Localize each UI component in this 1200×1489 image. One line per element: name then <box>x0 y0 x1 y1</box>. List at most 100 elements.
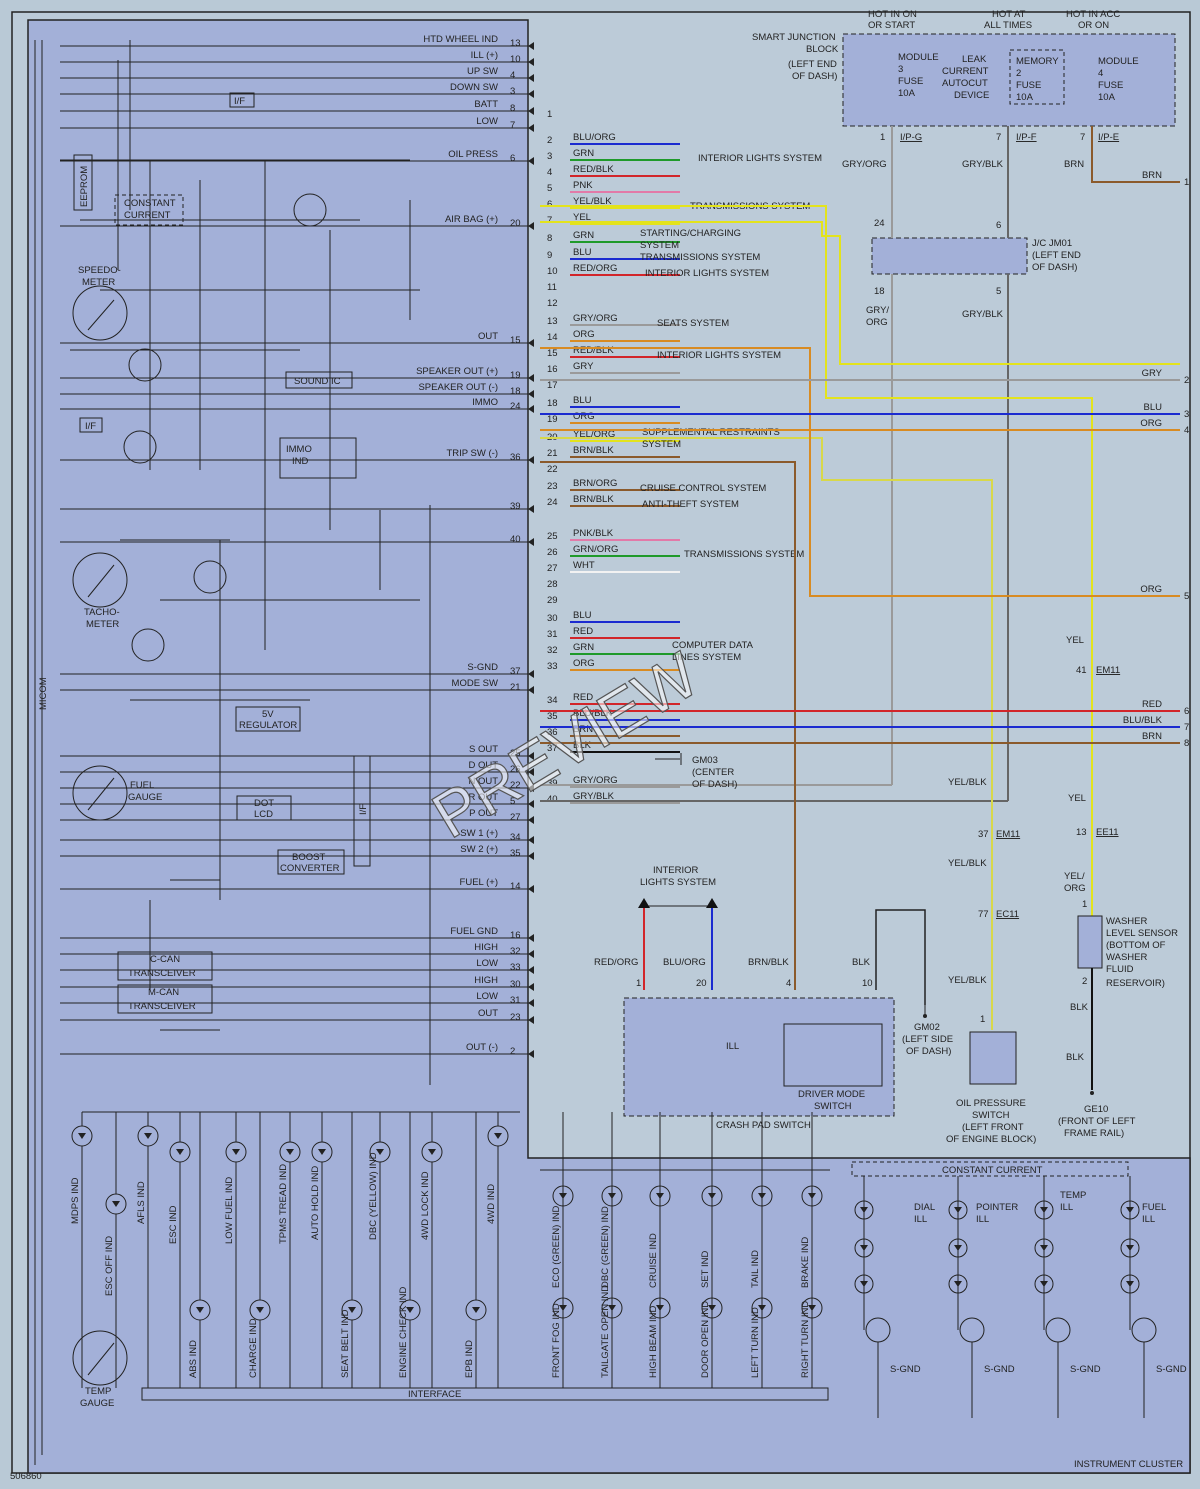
wire-destination: LINES SYSTEM <box>672 652 741 663</box>
cluster-pin-number: 25 <box>510 748 521 759</box>
junction-jm01 <box>871 237 1028 275</box>
illumination-column: S-GND <box>854 1176 921 1418</box>
svg-text:I/F: I/F <box>358 804 369 815</box>
wire-color-label: GRN <box>573 642 594 653</box>
indicator-lamp: ENGINE CHECK IND <box>398 1112 421 1388</box>
svg-text:(FRONT OF LEFT: (FRONT OF LEFT <box>1058 1116 1136 1127</box>
pin-connector <box>528 74 534 82</box>
cluster-pin-name: UP SW <box>467 66 498 77</box>
wire-color-label: BLK <box>573 740 592 751</box>
indicator-label: ENGINE CHECK IND <box>398 1287 409 1378</box>
svg-text:CURRENT: CURRENT <box>942 66 989 77</box>
pin-connector <box>528 983 534 991</box>
cluster-pin-number: 31 <box>510 995 521 1006</box>
cluster-pin-name: FUEL (+) <box>460 877 498 888</box>
svg-text:CURRENT: CURRENT <box>124 210 171 221</box>
svg-text:YEL/BLK: YEL/BLK <box>948 858 987 869</box>
svg-text:4: 4 <box>1098 68 1103 79</box>
pin-connector <box>528 42 534 50</box>
right-wire-number: 4 <box>1184 425 1189 436</box>
svg-text:DEVICE: DEVICE <box>954 90 989 101</box>
svg-text:TRANSCEIVER: TRANSCEIVER <box>128 1001 196 1012</box>
svg-text:BLK: BLK <box>852 957 871 968</box>
svg-text:AUTOCUT: AUTOCUT <box>942 78 988 89</box>
svg-text:ORG: ORG <box>866 317 888 328</box>
connector-pin-number: 24 <box>547 497 558 508</box>
cluster-pin-name: SPEAKER OUT (-) <box>418 382 498 393</box>
svg-text:WASHER: WASHER <box>1106 916 1147 927</box>
cluster-pin-number: 40 <box>510 534 521 545</box>
indicator-lamp: SEAT BELT IND <box>340 1112 363 1388</box>
svg-text:GRY/BLK: GRY/BLK <box>962 309 1004 320</box>
svg-text:18: 18 <box>874 286 885 297</box>
indicator-lamp: FRONT FOG IND <box>551 1112 574 1388</box>
connector-pin-number: 1 <box>547 109 552 120</box>
cluster-pin-number: 22 <box>510 780 521 791</box>
wire-color-label: WHT <box>573 560 595 571</box>
svg-text:7: 7 <box>996 132 1001 143</box>
cluster-pin-number: 6 <box>510 153 515 164</box>
svg-text:LEVEL SENSOR: LEVEL SENSOR <box>1106 928 1178 939</box>
svg-text:OF DASH): OF DASH) <box>792 71 837 82</box>
ground-label: S-GND <box>1070 1364 1101 1375</box>
wire-destination: TRANSMISSIONS SYSTEM <box>640 252 760 263</box>
svg-text:BRN: BRN <box>1064 159 1084 170</box>
right-wire-color: BRN <box>1142 170 1162 181</box>
cluster-pin-name: OIL PRESS <box>448 149 498 160</box>
cluster-pin-name: OUT (-) <box>466 1042 498 1053</box>
indicator-lamp: EPB IND <box>464 1112 487 1388</box>
pin-connector <box>528 836 534 844</box>
wire-color-label: BLU <box>573 247 592 258</box>
indicator-lamp: ESC IND <box>168 1112 191 1388</box>
svg-text:(BOTTOM OF: (BOTTOM OF <box>1106 940 1166 951</box>
svg-text:OF DASH): OF DASH) <box>906 1046 951 1057</box>
svg-text:BRN/BLK: BRN/BLK <box>748 957 789 968</box>
svg-text:13: 13 <box>1076 827 1087 838</box>
connector-pin-number: 28 <box>547 579 558 590</box>
wire-color-label: BLU/BLK <box>573 708 613 719</box>
svg-text:ILL: ILL <box>1142 1214 1155 1225</box>
cluster-pin-name: ILL (+) <box>471 50 498 61</box>
ground-label: S-GND <box>984 1364 1015 1375</box>
connector-pin-number: 8 <box>547 233 552 244</box>
indicator-lamp: AFLS IND <box>136 1112 159 1388</box>
indicator-lamp: DOOR OPEN IND <box>700 1112 723 1388</box>
footer-title: INSTRUMENT CLUSTER <box>1074 1459 1183 1470</box>
cluster-pin-name: SW 2 (+) <box>460 844 498 855</box>
immo-box <box>279 437 357 479</box>
svg-text:EM11: EM11 <box>996 829 1020 840</box>
connector-pin-number: 27 <box>547 563 558 574</box>
smart-junction-block <box>842 33 1176 127</box>
svg-text:POINTER: POINTER <box>976 1202 1018 1213</box>
connector-pin-number: 21 <box>547 448 558 459</box>
cluster-pin-number: 16 <box>510 930 521 941</box>
wire-color-label: ORG <box>573 411 595 422</box>
indicator-label: CRUISE IND <box>648 1233 659 1288</box>
indicator-lamp: 4WD IND <box>486 1112 509 1388</box>
svg-text:(CENTER: (CENTER <box>692 767 734 778</box>
cluster-body <box>27 19 1191 1474</box>
wire-color-label: PNK/BLK <box>573 528 614 539</box>
connector-pin-number: 18 <box>547 398 558 409</box>
svg-text:FUSE: FUSE <box>1016 80 1041 91</box>
connector-pin-number: 2 <box>547 135 552 146</box>
connector-pin-number: 29 <box>547 595 558 606</box>
cluster-pin-number: 7 <box>510 120 515 131</box>
svg-text:OIL PRESSURE: OIL PRESSURE <box>956 1098 1026 1109</box>
cluster-pin-name: S-GND <box>467 662 498 673</box>
wire-destination: COMPUTER DATA <box>672 640 754 651</box>
svg-text:EM11: EM11 <box>1096 665 1120 676</box>
cluster-pin-name: LOW <box>476 116 498 127</box>
right-wire-color: BLU <box>1144 402 1163 413</box>
connector-pin-number: 23 <box>547 481 558 492</box>
svg-text:10: 10 <box>862 978 873 989</box>
wire-destination: SEATS SYSTEM <box>657 318 729 329</box>
cluster-pin-name: N OUT <box>468 776 498 787</box>
connector-pin-number: 12 <box>547 298 558 309</box>
indicator-label: TPMS TREAD IND <box>278 1164 289 1244</box>
boost-converter-box <box>277 849 345 875</box>
svg-text:OR START: OR START <box>868 20 915 31</box>
right-wire-color: GRY <box>1142 368 1163 379</box>
